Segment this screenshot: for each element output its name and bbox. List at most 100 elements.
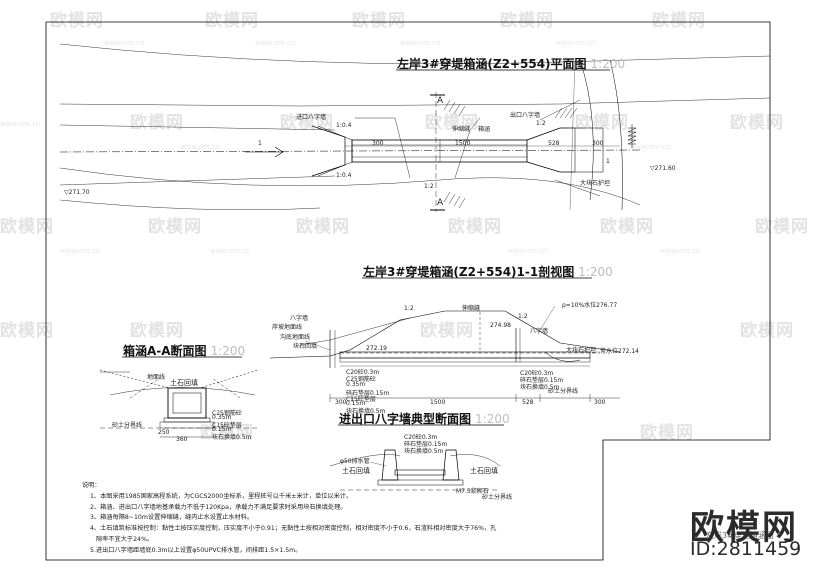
watermark-url: www.om.cn xyxy=(0,120,41,128)
plan-dim: 300 xyxy=(592,140,604,147)
profile-label: p=10%水位276.77 xyxy=(562,302,618,309)
profile-label: 常水位272.14 xyxy=(600,348,639,355)
aa-backfill-line xyxy=(109,387,256,396)
watermark-url: www.om.cn xyxy=(555,39,596,47)
watermark: 欧模网 xyxy=(652,11,706,31)
plan-label-outlet-wing: 出口八字墙 xyxy=(510,112,541,119)
wing-ground-line xyxy=(329,454,401,467)
watermark-url: www.om.cn xyxy=(507,247,548,255)
profile-label: C15砼垫层 xyxy=(346,396,376,403)
profile-label: 274.98 xyxy=(490,322,511,329)
profile-embankment-line xyxy=(269,310,621,359)
plan-dim: 300 xyxy=(372,140,384,147)
plan-hatch xyxy=(443,99,578,209)
watermark: 欧模网 xyxy=(640,423,694,443)
profile-label: 块石换填0.5m xyxy=(346,408,386,415)
watermark: 欧模网 xyxy=(0,217,54,237)
aa-label: C15砼垫层 xyxy=(212,422,242,429)
plan-label-slope: 1:2 xyxy=(424,183,434,190)
watermark-url: www.om.cn xyxy=(210,247,251,255)
watermark: 欧模网 xyxy=(448,217,502,237)
profile-label: C20砼0.3m xyxy=(520,370,554,377)
watermark: 欧模网 xyxy=(0,321,54,341)
watermark: 欧模网 xyxy=(500,11,554,31)
plan-outlet-wing xyxy=(526,161,575,173)
plan-dir: 1 xyxy=(606,158,610,165)
watermark-url: www.om.cn xyxy=(104,39,145,47)
watermark-url: www.om.cn xyxy=(60,247,101,255)
plan-bank-line xyxy=(579,59,594,201)
plan-dim: 528 xyxy=(548,140,560,147)
wing-ground-line xyxy=(449,454,501,467)
plan-section-a: A xyxy=(437,96,444,106)
notes-item: 1、本图采用1985国家高程系统，为CGCS2000坐标系，里程桩号以千米±米计… xyxy=(90,492,353,500)
aa-slope-line xyxy=(99,369,259,389)
plan-label-inlet-wing: 进口八字墙 xyxy=(296,114,327,121)
aa-box-inner xyxy=(172,392,202,414)
plan-riprap-apron xyxy=(574,127,604,173)
plan-embankment xyxy=(454,117,481,179)
aa-label: 土石回填 xyxy=(170,379,198,387)
watermark: 欧模网 xyxy=(352,11,406,31)
profile-dim: 300 xyxy=(335,399,347,406)
wing-label: 土石回填 xyxy=(470,467,498,475)
aa-dim: 360 xyxy=(176,436,188,443)
plan-centerline xyxy=(59,149,641,153)
profile-riprap xyxy=(544,351,581,362)
watermark: 欧模网 xyxy=(130,321,184,341)
aa-label: 0.15m xyxy=(212,426,232,433)
profile-label: 大块石护坦 xyxy=(566,347,597,354)
plan-elevation: ▽271.70 xyxy=(64,189,90,196)
plan-bank-line xyxy=(569,59,576,211)
watermark-url: www.om.cn xyxy=(630,143,671,151)
plan-leader xyxy=(554,179,601,197)
section-aa-view xyxy=(99,369,259,438)
profile-dim: 528 xyxy=(522,399,534,406)
notes-item: 3、箱涵每隔8~10m设置伸缩缝，缝内止水设置止水材料。 xyxy=(90,514,254,522)
wing-label: 碎石垫层0.15m xyxy=(404,441,448,448)
notes-item: 隙率不宜大于24%。 xyxy=(96,535,154,543)
profile-label: 块石换填0.5m xyxy=(520,384,560,391)
profile-slope: 1:2 xyxy=(404,305,414,312)
wing-label: 土石回填 xyxy=(342,467,370,475)
wing-label: 块石换填0.5m xyxy=(404,448,444,455)
profile-label: 0.35m xyxy=(346,381,366,388)
plan-label-slope: 1:2 xyxy=(536,120,546,127)
profile-label: 伸缩缝 xyxy=(462,305,481,312)
profile-label: 沟底地面线 xyxy=(280,334,311,341)
aa-label: 地面线 xyxy=(147,374,166,381)
watermark: 欧模网 xyxy=(280,113,334,133)
brand-logo: 欧模网 xyxy=(690,508,798,548)
watermark: 欧模网 xyxy=(600,217,654,237)
notes-block: 说明： 1、本图采用1985国家高程系统，为CGCS2000坐标系，里程桩号以千… xyxy=(82,481,552,557)
watermark: 欧模网 xyxy=(205,11,259,31)
profile-label: 砂土分界线 xyxy=(548,388,579,395)
watermark: 欧模网 xyxy=(130,113,184,133)
drawing-name: 左岸3#穿堤箱涵图 xyxy=(706,531,774,540)
profile-label: 块石回填 xyxy=(293,343,318,350)
watermark: 欧模网 xyxy=(425,113,479,133)
plan-dir: 1 xyxy=(258,140,262,147)
plan-section-a: A xyxy=(437,198,444,208)
aa-label: 砂土分界线 xyxy=(112,422,143,429)
plan-label-culvert: 箱涵 xyxy=(478,126,491,133)
profile-label: 八字墙 xyxy=(290,315,309,322)
plan-label-riprap: 大块石护坦 xyxy=(580,180,611,187)
watermark: 欧模网 xyxy=(755,217,809,237)
profile-dim: 300 xyxy=(594,399,606,406)
notes-item: 4、土石填筑标准按控制：黏性土按压实度控制，压实度不小于0.91；无黏性土按相对… xyxy=(90,525,497,533)
profile-label: 碎石垫层0.15m xyxy=(520,377,564,384)
wing-label: 砂土分界线 xyxy=(482,494,513,501)
profile-dim: 1500 xyxy=(430,399,446,406)
watermark-url: www.om.cn xyxy=(660,247,701,255)
watermark: 欧模网 xyxy=(148,217,202,237)
brand-id: ID:2811459 xyxy=(690,538,802,560)
aa-dim: 250 xyxy=(158,429,170,436)
profile-label: 272.19 xyxy=(366,345,387,352)
plan-bank-line xyxy=(609,59,623,211)
